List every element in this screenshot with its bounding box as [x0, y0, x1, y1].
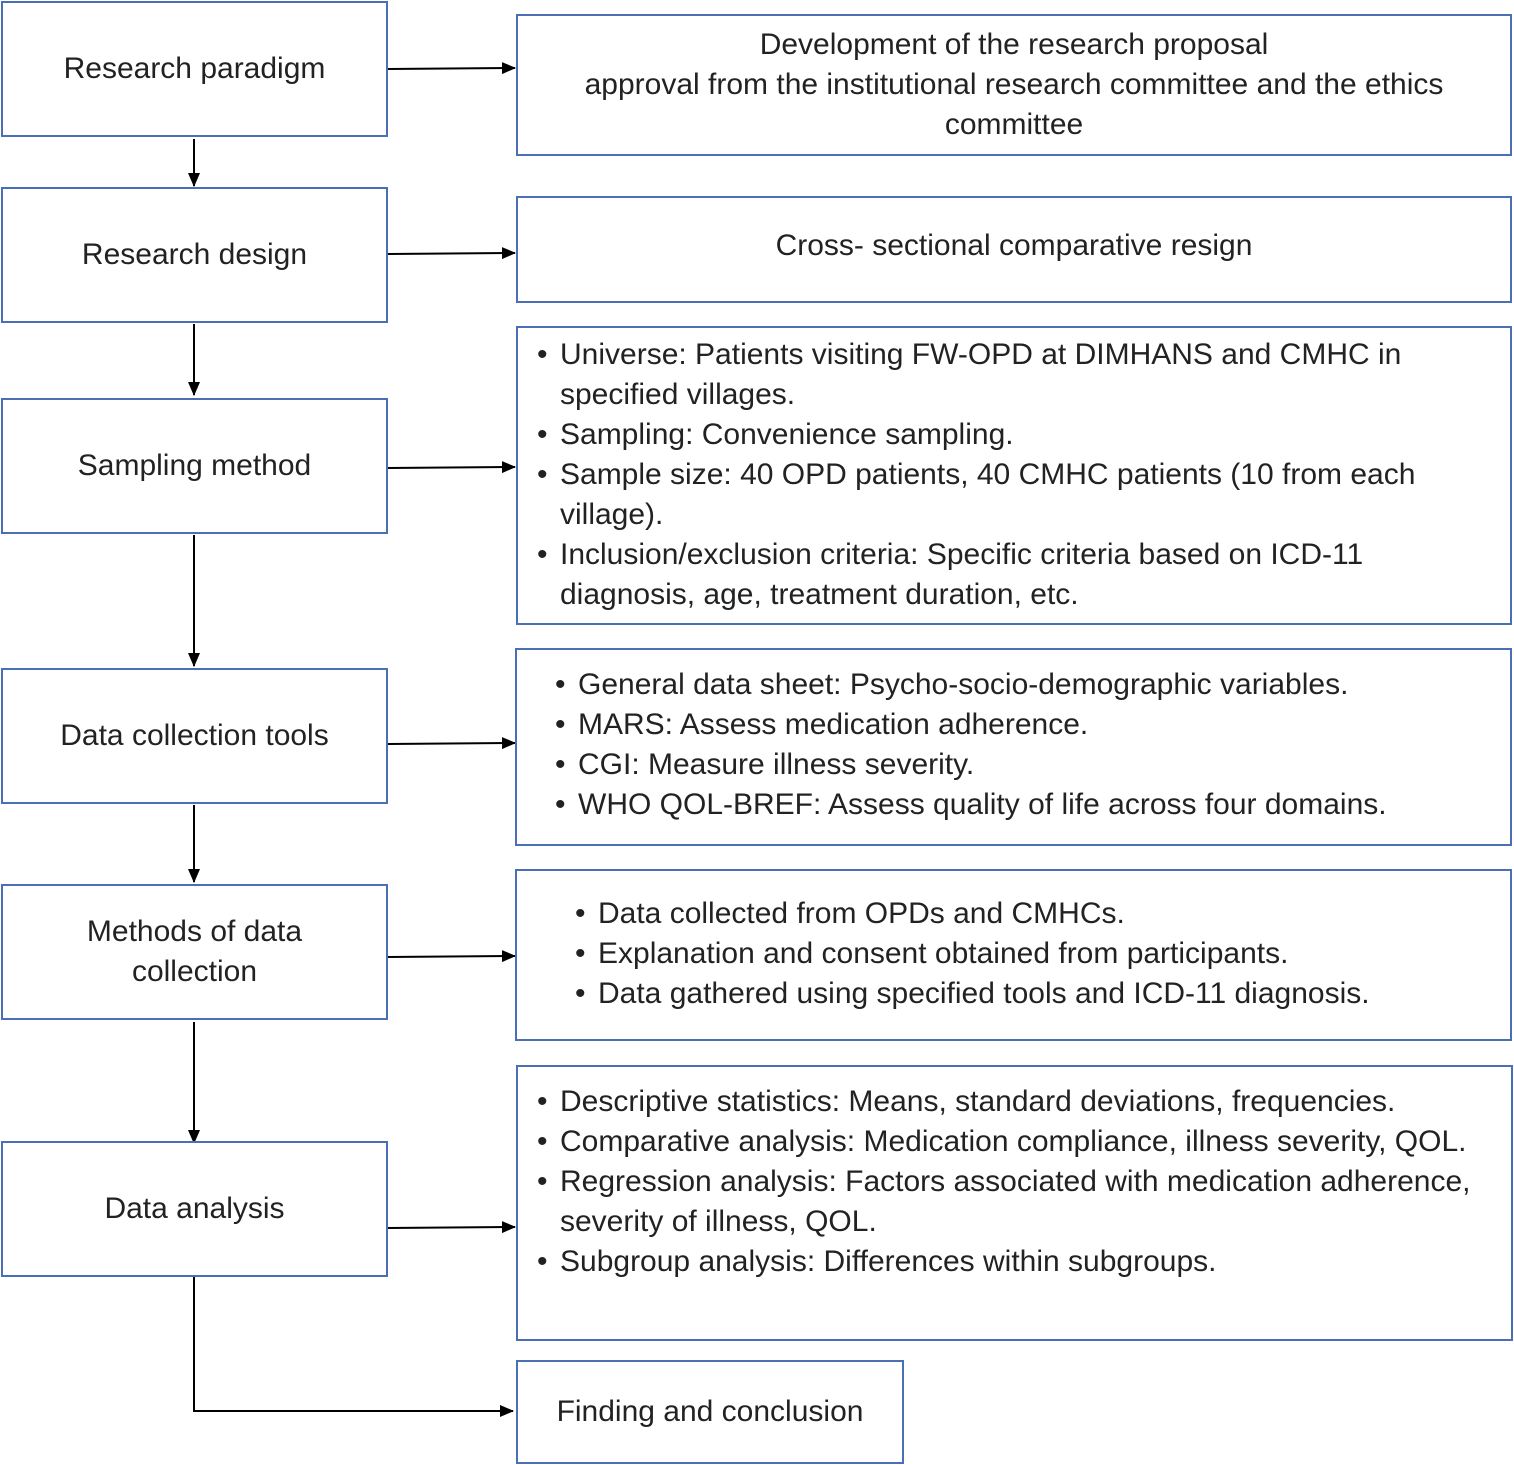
detail-data-collection-tools: General data sheet: Psycho-socio-demogra… [515, 648, 1512, 846]
step-data-analysis: Data analysis [1, 1141, 388, 1277]
sampling-bullet-list: Universe: Patients visiting FW-OPD at DI… [537, 335, 1494, 615]
proposal-line-2: approval from the institutional research… [584, 68, 1444, 141]
detail-sampling-method: Universe: Patients visiting FW-OPD at DI… [516, 326, 1512, 625]
step-label: Sampling method [77, 449, 312, 482]
arrow-paradigm-to-proposal [387, 62, 516, 75]
design-text: Cross- sectional comparative resign [775, 229, 1253, 262]
list-item: Data collected from OPDs and CMHCs. [575, 894, 1502, 934]
step-research-design: Research design [1, 187, 388, 323]
arrow-analysis-to-conclusion [193, 1276, 514, 1417]
step-label: Research design [81, 238, 308, 271]
analysis-bullet-list: Descriptive statistics: Means, standard … [537, 1082, 1503, 1282]
methods-bullet-list: Data collected from OPDs and CMHCs. Expl… [575, 894, 1502, 1014]
arrow-design-to-detail [387, 247, 516, 260]
list-item: WHO QOL-BREF: Assess quality of life acr… [555, 785, 1502, 825]
step-label: Data analysis [104, 1192, 285, 1225]
proposal-line-1: Development of the research proposal [759, 28, 1269, 61]
conclusion-text: Finding and conclusion [556, 1395, 864, 1428]
list-item: Data gathered using specified tools and … [575, 974, 1502, 1014]
detail-proposal: Development of the research proposal app… [516, 14, 1512, 156]
list-item: Descriptive statistics: Means, standard … [537, 1082, 1503, 1122]
step-data-collection-tools: Data collection tools [1, 668, 388, 804]
list-item: Sample size: 40 OPD patients, 40 CMHC pa… [537, 455, 1494, 535]
tools-bullet-list: General data sheet: Psycho-socio-demogra… [555, 665, 1502, 825]
detail-finding-and-conclusion: Finding and conclusion [516, 1360, 904, 1464]
detail-research-design: Cross- sectional comparative resign [516, 196, 1512, 303]
list-item: Universe: Patients visiting FW-OPD at DI… [537, 335, 1494, 415]
detail-data-analysis: Descriptive statistics: Means, standard … [516, 1065, 1513, 1341]
list-item: Comparative analysis: Medication complia… [537, 1122, 1503, 1162]
step-label: Data collection tools [60, 719, 329, 752]
step-label: Methods of data collection [86, 915, 303, 988]
step-label: Research paradigm [63, 52, 326, 85]
step-methods-of-data-collection: Methods of data collection [1, 884, 388, 1020]
list-item: MARS: Assess medication adherence. [555, 705, 1502, 745]
step-research-paradigm: Research paradigm [1, 1, 388, 137]
arrow-sampling-to-detail [387, 461, 516, 474]
list-item: Explanation and consent obtained from pa… [575, 934, 1502, 974]
list-item: Regression analysis: Factors associated … [537, 1162, 1503, 1242]
list-item: CGI: Measure illness severity. [555, 745, 1502, 785]
arrow-analysis-to-detail [387, 1221, 516, 1234]
proposal-text: Development of the research proposal app… [529, 25, 1499, 145]
detail-methods-of-data-collection: Data collected from OPDs and CMHCs. Expl… [515, 869, 1512, 1041]
arrow-methods-to-detail [387, 950, 516, 963]
arrow-tools-to-detail [387, 737, 516, 750]
step-sampling-method: Sampling method [1, 398, 388, 534]
list-item: General data sheet: Psycho-socio-demogra… [555, 665, 1502, 705]
list-item: Subgroup analysis: Differences within su… [537, 1242, 1503, 1282]
list-item: Inclusion/exclusion criteria: Specific c… [537, 535, 1494, 615]
list-item: Sampling: Convenience sampling. [537, 415, 1494, 455]
